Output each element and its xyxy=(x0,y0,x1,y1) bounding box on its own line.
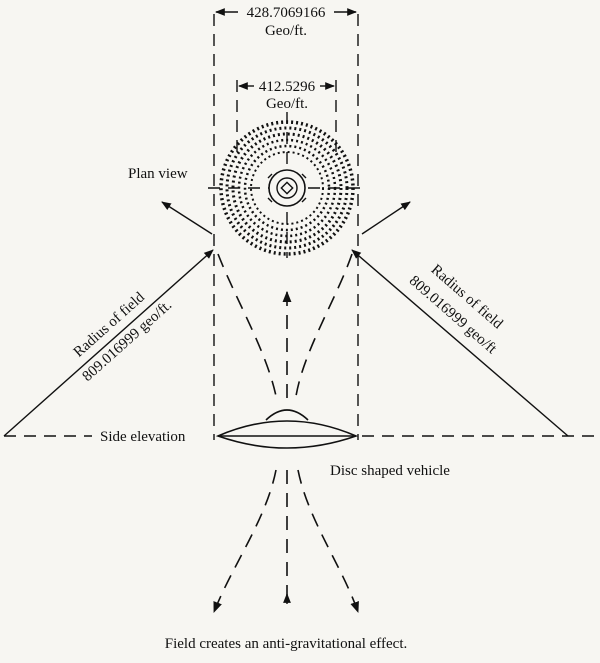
lower-right-field-curve xyxy=(297,469,359,614)
left-radius-line xyxy=(3,249,214,437)
upper-right-field-curve xyxy=(295,253,353,397)
disc-vehicle-label: Disc shaped vehicle xyxy=(330,463,450,479)
inner-dimension-unit: Geo/ft. xyxy=(266,96,308,112)
upper-left-field-curve xyxy=(217,253,277,397)
upper-left-field-arrow xyxy=(161,201,213,235)
plan-view-hub xyxy=(267,169,307,207)
outer-dimension-unit: Geo/ft. xyxy=(265,23,307,39)
right-radius-line xyxy=(351,249,569,437)
lower-left-field-curve xyxy=(213,469,277,614)
disc-vehicle xyxy=(215,409,359,449)
plan-view-label: Plan view xyxy=(128,166,188,182)
inner-dimension-value: 412.5296 xyxy=(259,79,316,95)
outer-dimension-value: 428.7069166 xyxy=(247,5,326,21)
upper-right-field-arrow xyxy=(361,201,411,235)
side-elevation-label: Side elevation xyxy=(100,429,186,445)
caption: Field creates an anti-gravitational effe… xyxy=(165,636,408,652)
